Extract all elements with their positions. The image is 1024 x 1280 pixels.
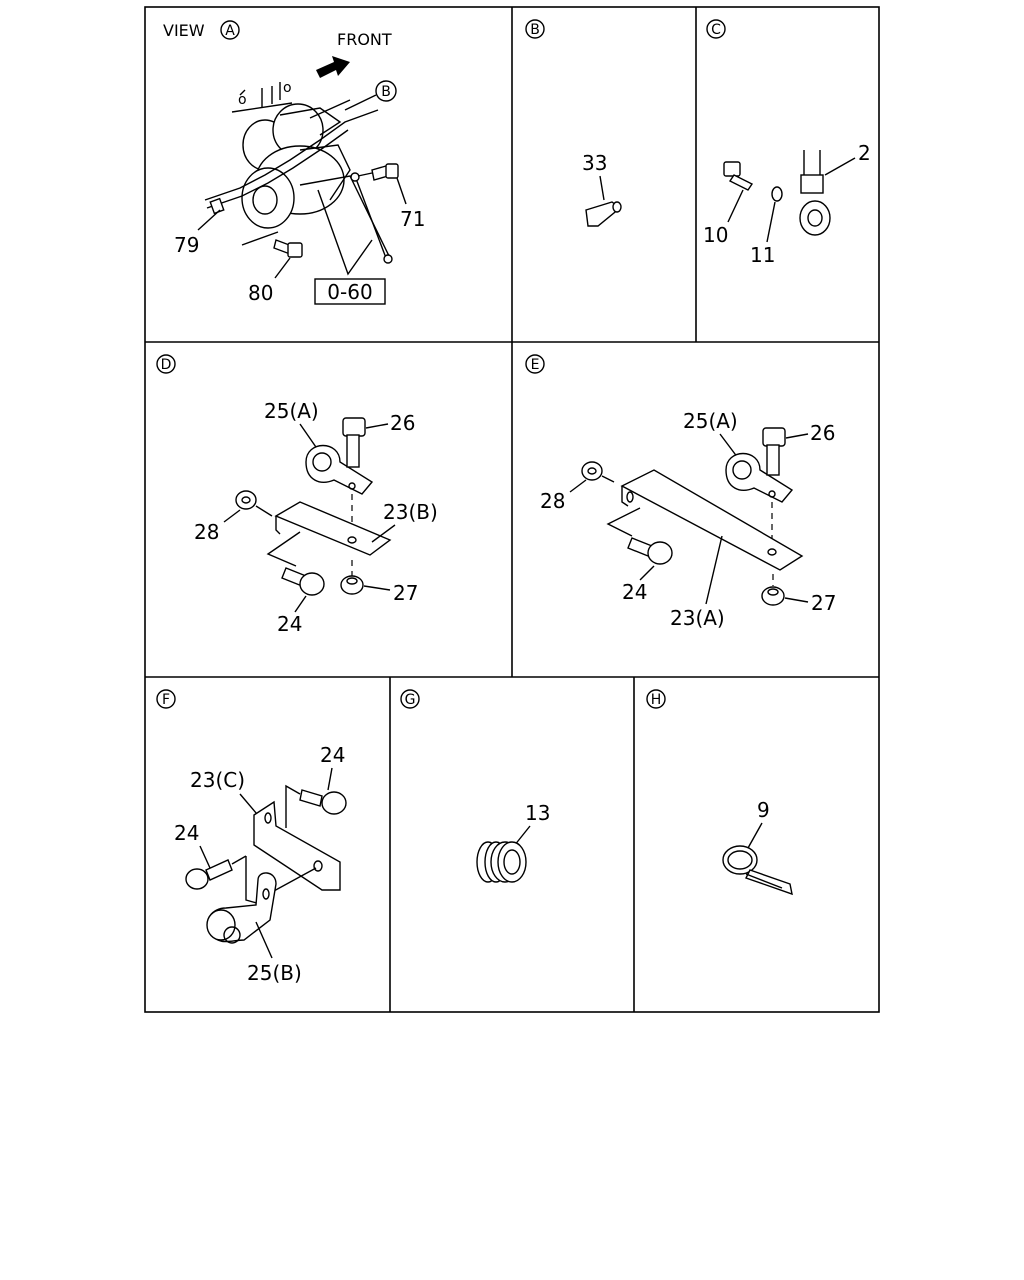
panel-g-letter: G [405, 692, 416, 708]
bracket-23c-icon [253, 800, 341, 891]
panel-f-letter: F [162, 692, 170, 708]
part-23a: 23(A) [670, 606, 725, 630]
panel-c: C 10 11 2 [703, 19, 871, 267]
bracket-23b-icon [274, 501, 392, 556]
part-79: 79 [174, 233, 199, 257]
bolt-24-f-left-icon [185, 859, 233, 890]
grommet-13-icon [476, 841, 527, 883]
part-27-e: 27 [811, 591, 836, 615]
bolt-24-f-top-icon [299, 789, 347, 815]
panel-grid [144, 6, 880, 1013]
ref-b-letter: B [381, 84, 391, 100]
svg-text:o: o [283, 80, 292, 96]
pin-33-icon [585, 201, 622, 227]
part-27-d: 27 [393, 581, 418, 605]
part-71: 71 [400, 207, 425, 231]
panel-e: E 25(A) 26 28 [525, 354, 836, 630]
front-arrow-icon [316, 56, 350, 78]
part-25a-d: 25(A) [264, 399, 319, 423]
bracket-23a-icon [620, 469, 804, 571]
part-24-d: 24 [277, 612, 302, 636]
part-9: 9 [757, 798, 770, 822]
starter-motor-drawing: o o [204, 80, 393, 264]
part-24-f-top: 24 [320, 743, 345, 767]
terminal-2-icon [799, 150, 831, 236]
part-26-e: 26 [810, 421, 835, 445]
panel-d: D 25(A) 26 23(B) 28 [156, 354, 438, 636]
part-2: 2 [858, 141, 871, 165]
clip-25a-e-icon [725, 453, 794, 503]
panel-view-a: VIEW A FRONT o o [163, 20, 425, 305]
front-label: FRONT [337, 30, 392, 49]
nut-27-e-icon [761, 586, 785, 606]
part-10: 10 [703, 223, 728, 247]
nut-28-d-icon [235, 490, 257, 510]
panel-h-letter: H [651, 692, 662, 708]
bolt-80-icon [273, 239, 303, 258]
bolt-26-icon [342, 417, 366, 468]
clip-25a-icon [305, 445, 374, 495]
panel-b: B 33 [525, 19, 622, 227]
part-25b: 25(B) [247, 961, 302, 985]
view-letter: A [225, 23, 235, 39]
panel-g: G 13 [400, 689, 550, 883]
bolt-71-icon [357, 163, 399, 181]
part-25a-e: 25(A) [683, 409, 738, 433]
part-26-d: 26 [390, 411, 415, 435]
panel-c-letter: C [711, 22, 721, 38]
washer-11-icon [771, 186, 783, 202]
view-title: VIEW [163, 21, 205, 40]
bolt-26-e-icon [762, 427, 786, 476]
bolt-24-e-icon [627, 537, 673, 565]
svg-text:o: o [238, 92, 247, 108]
part-23c: 23(C) [190, 768, 245, 792]
part-11: 11 [750, 243, 775, 267]
bolt-10-icon [723, 161, 754, 191]
panel-d-letter: D [161, 357, 172, 373]
part-23b: 23(B) [383, 500, 438, 524]
panel-h: H 9 [646, 689, 793, 896]
nut-28-e-icon [581, 461, 603, 481]
nut-27-d-icon [340, 575, 364, 595]
ref-box-0-60: 0-60 [327, 280, 372, 304]
panel-b-letter: B [530, 22, 540, 38]
part-13: 13 [525, 801, 550, 825]
part-80: 80 [248, 281, 273, 305]
part-28-e: 28 [540, 489, 565, 513]
part-33: 33 [582, 151, 607, 175]
panel-e-letter: E [531, 357, 540, 373]
part-28-d: 28 [194, 520, 219, 544]
clamp-9-icon [722, 845, 793, 896]
part-24-e: 24 [622, 580, 647, 604]
part-24-f-left: 24 [174, 821, 199, 845]
bolt-24-d-icon [281, 567, 325, 596]
clip-25b-icon [206, 872, 277, 944]
panel-f: F 23(C) 24 24 25(B) [156, 689, 347, 985]
